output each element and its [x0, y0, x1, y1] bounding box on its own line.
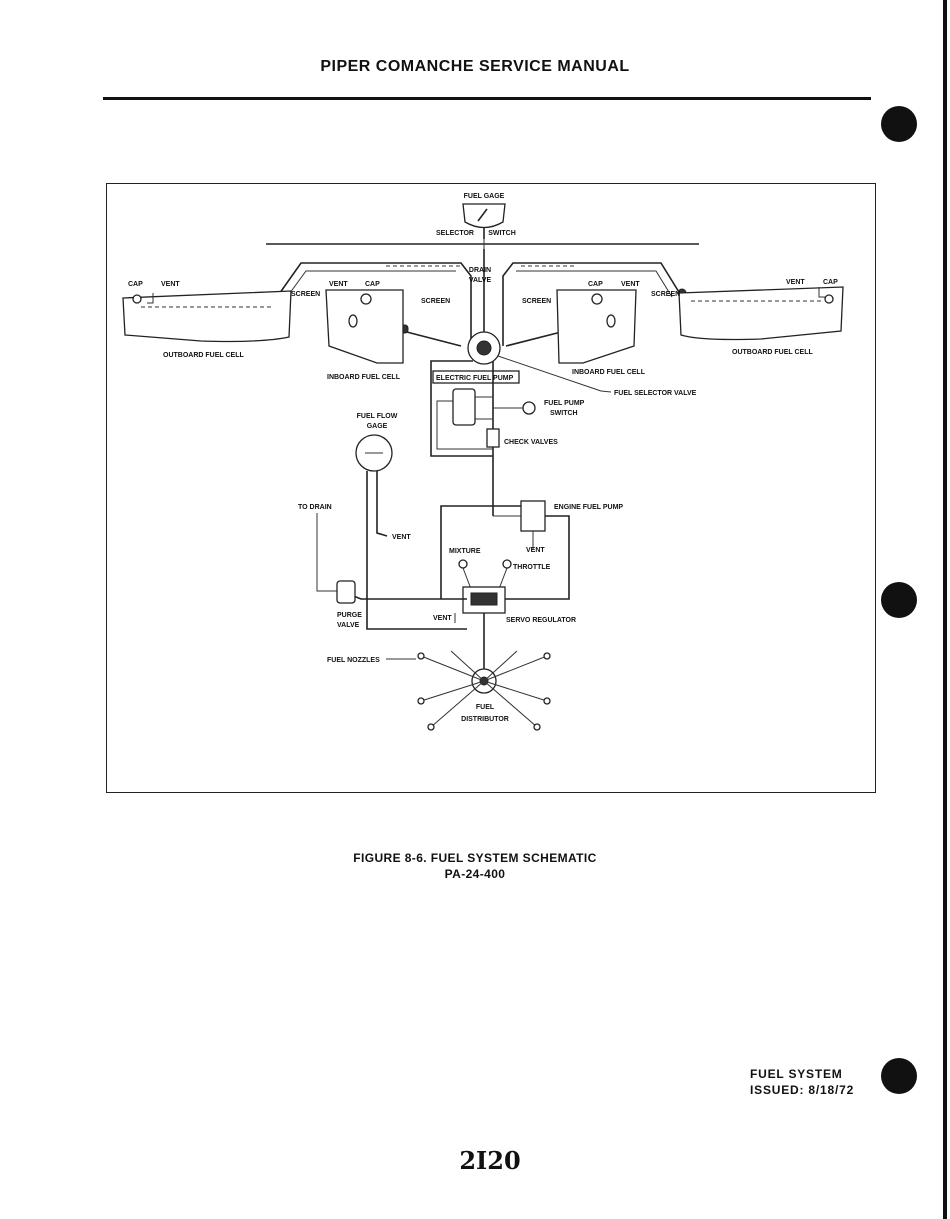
electric-fuel-pump-icon [452, 388, 476, 426]
label-cap-right: CAP [823, 279, 838, 286]
page-edge [943, 0, 947, 1219]
label-inboard-fuel-cell-left: INBOARD FUEL CELL [327, 374, 401, 381]
page-number: 2I20 [459, 1146, 521, 1175]
fuel-line-left-outboard [276, 262, 472, 346]
label-cap-inboard-right: CAP [588, 281, 603, 288]
label-mixture: MIXTURE [449, 548, 481, 555]
fuel-pump-switch-icon [522, 401, 536, 415]
label-engine-fuel-pump: ENGINE FUEL PUMP [554, 504, 623, 511]
pump-supply-line [501, 515, 570, 600]
label-switch: SWITCH [488, 230, 516, 237]
cap-icon-right [824, 294, 834, 304]
engine-fuel-pump-icon [520, 500, 546, 532]
label-screen-inboard-left: SCREEN [421, 298, 450, 305]
throttle-control-icon [502, 559, 512, 569]
fuel-nozzle-icon [543, 652, 551, 660]
fuel-gage-icon [462, 203, 506, 229]
bypass-line [430, 360, 493, 457]
label-purge: PURGE [337, 612, 362, 619]
label-vent-engine: VENT [526, 547, 545, 554]
label-cap-inboard-left: CAP [365, 281, 380, 288]
label-valve: VALVE [469, 277, 492, 284]
label-vent-inboard-left: VENT [329, 281, 348, 288]
caption-model: PA-24-400 [444, 867, 506, 881]
label-vent-left: VENT [161, 281, 180, 288]
purge-valve-icon [336, 580, 356, 604]
label-fuel-pump-switch: SWITCH [550, 410, 578, 417]
label-servo-regulator: SERVO REGULATOR [506, 617, 576, 624]
label-fuel-nozzles: FUEL NOZZLES [327, 657, 380, 664]
pump-return-line [440, 505, 521, 599]
vent-line-right [818, 287, 825, 298]
label-vent-inboard-right: VENT [621, 281, 640, 288]
fuel-nozzle-icon [427, 723, 435, 731]
label-throttle: THROTTLE [513, 564, 551, 571]
label-check-valves: CHECK VALVES [504, 439, 558, 446]
check-valves-icon [486, 428, 500, 448]
figure-caption: FIGURE 8-6. FUEL SYSTEM SCHEMATIC PA-24-… [0, 850, 950, 882]
header-rule [103, 97, 871, 100]
footer-block: FUEL SYSTEM ISSUED: 8/18/72 [750, 1066, 854, 1098]
label-inboard-fuel-cell-right: INBOARD FUEL CELL [572, 369, 646, 376]
label-outboard-fuel-cell-left: OUTBOARD FUEL CELL [163, 352, 244, 359]
label-fuel-flow: FUEL FLOW [357, 413, 398, 420]
label-fuel: FUEL [476, 704, 495, 711]
label-screen-inboard-right: SCREEN [522, 298, 551, 305]
inboard-fuel-cell-right [556, 289, 637, 364]
label-purge-valve: VALVE [337, 622, 360, 629]
fuel-line-left-inboard [398, 329, 462, 347]
inboard-fuel-cell-left [325, 289, 404, 364]
mixture-control-icon [458, 559, 468, 569]
footer-section: FUEL SYSTEM [750, 1067, 843, 1081]
binder-hole-top [881, 106, 917, 142]
flow-gage-line [366, 471, 467, 630]
nozzle-lines [420, 650, 548, 728]
label-to-drain: TO DRAIN [298, 504, 332, 511]
electric-fuel-pump-label-box [432, 370, 520, 384]
cap-icon-inboard-left [360, 293, 372, 305]
label-vent-flow: VENT [392, 534, 411, 541]
purge-line [350, 594, 467, 600]
label-vent-servo: VENT [433, 615, 452, 622]
binder-hole-bottom [881, 1058, 917, 1094]
label-fuel-selector-valve: FUEL SELECTOR VALVE [614, 390, 697, 397]
label-selector: SELECTOR [436, 230, 474, 237]
caption-title: FIGURE 8-6. FUEL SYSTEM SCHEMATIC [353, 851, 597, 865]
label-fuel-distributor: DISTRIBUTOR [461, 716, 509, 723]
outboard-fuel-cell-left [122, 290, 292, 343]
figure-frame: FUEL GAGE SELECTOR SWITCH DRAIN VALVE CA… [106, 183, 876, 793]
label-drain: DRAIN [469, 267, 491, 274]
label-screen-left: SCREEN [291, 291, 320, 298]
to-drain-line [316, 513, 337, 592]
cap-icon-inboard-right [591, 293, 603, 305]
flow-gage-vent-line [376, 471, 388, 537]
label-fuel-pump: FUEL PUMP [544, 400, 585, 407]
label-fuel-flow-gage: GAGE [367, 423, 388, 430]
fuel-nozzle-icon [533, 723, 541, 731]
fuel-nozzle-icon [417, 652, 425, 660]
page-header-title: PIPER COMANCHE SERVICE MANUAL [320, 58, 630, 75]
footer-issued: ISSUED: 8/18/72 [750, 1083, 855, 1097]
vent-line-left [147, 293, 154, 304]
cap-icon-left [132, 294, 142, 304]
label-electric-fuel-pump: ELECTRIC FUEL PUMP [436, 375, 514, 382]
label-vent-right: VENT [786, 279, 805, 286]
outboard-fuel-cell-right [678, 286, 844, 341]
label-outboard-fuel-cell-right: OUTBOARD FUEL CELL [732, 349, 813, 356]
fuel-line-right-outboard [502, 262, 683, 346]
binder-hole-middle [881, 582, 917, 618]
fuel-nozzle-icon [543, 697, 551, 705]
gage-needle [477, 208, 488, 222]
selector-valve-leader [497, 355, 602, 392]
label-screen-right: SCREEN [651, 291, 680, 298]
label-fuel-gage: FUEL GAGE [464, 193, 505, 200]
fuel-nozzle-icon [417, 697, 425, 705]
fuel-system-schematic: FUEL GAGE SELECTOR SWITCH DRAIN VALVE CA… [122, 193, 844, 731]
label-cap-left: CAP [128, 281, 143, 288]
